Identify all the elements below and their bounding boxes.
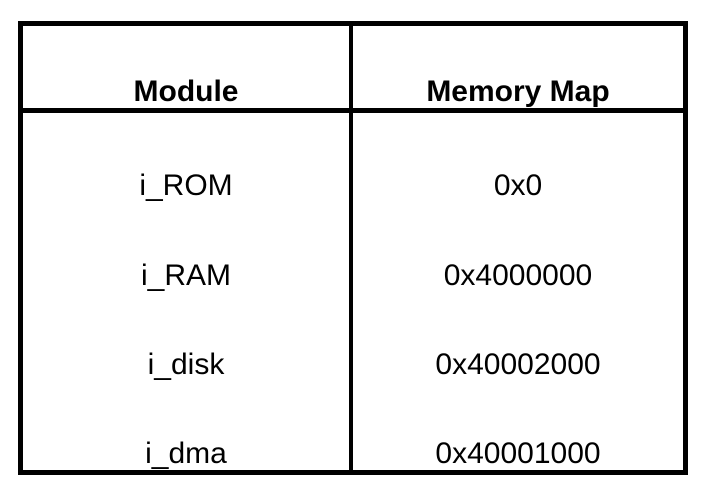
memory-map-cell: 0x40001000	[435, 437, 601, 470]
memory-map-cell: 0x0	[493, 169, 543, 203]
memory-map-cell: 0x40002000	[435, 347, 601, 381]
module-cell: i_disk	[23, 291, 353, 381]
column-header-module: Module	[23, 26, 353, 113]
memory-map-cell: 0x4000000	[443, 258, 593, 292]
module-cell: i_RAM	[23, 202, 353, 292]
module-cell: i_dma	[23, 380, 353, 470]
column-header-memory-map: Memory Map	[353, 26, 683, 113]
module-memory-map-table: Module Memory Map i_ROM 0x0 i_RAM 0x4000…	[18, 21, 688, 475]
module-cell: i_ROM	[23, 113, 353, 203]
